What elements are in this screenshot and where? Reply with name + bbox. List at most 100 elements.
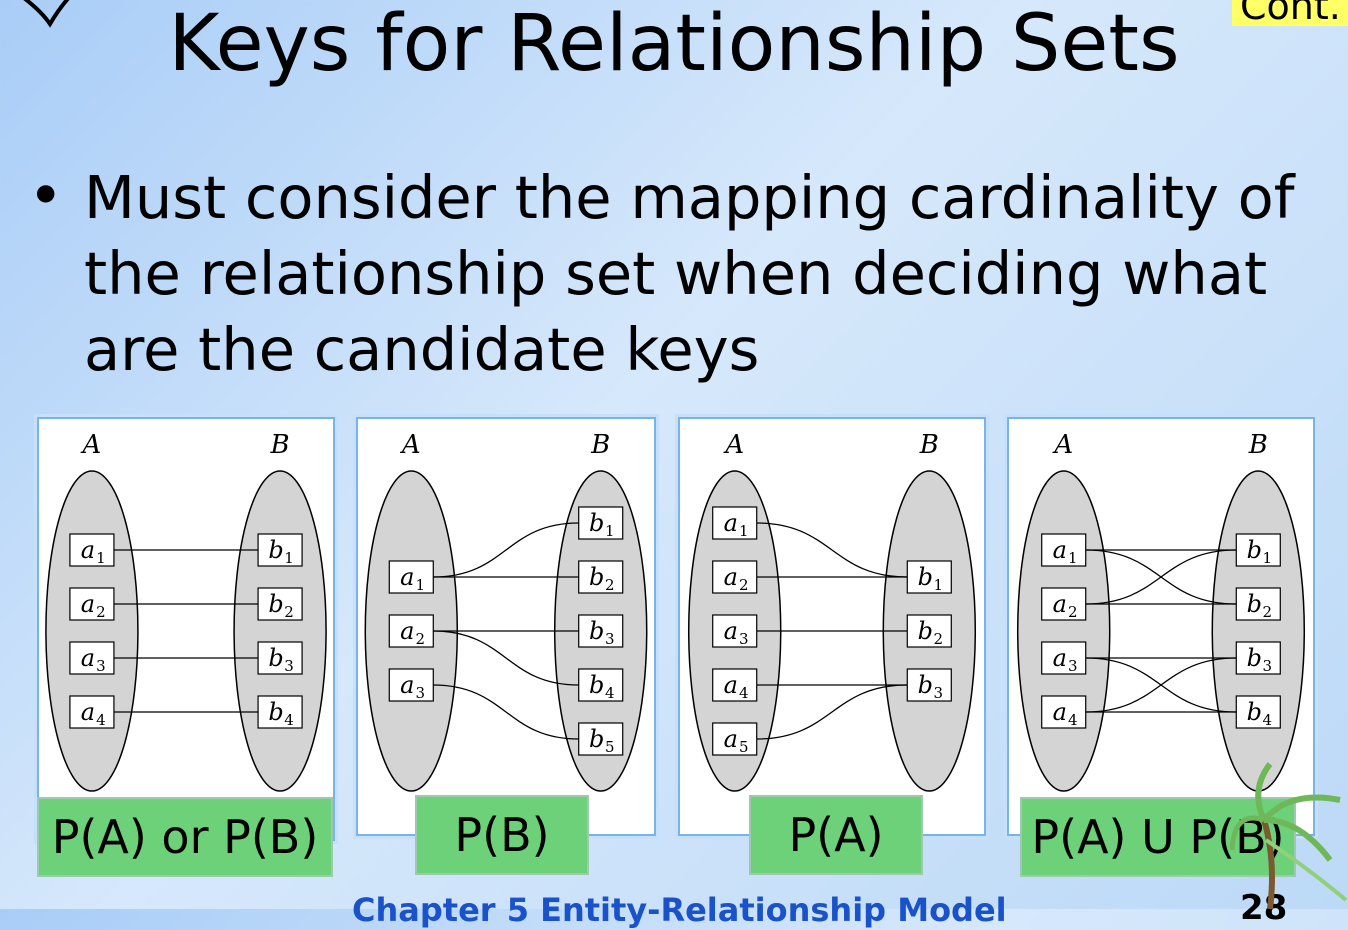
relationship-link <box>433 684 579 740</box>
svg-text:a: a <box>1053 536 1067 564</box>
svg-text:3: 3 <box>416 684 426 702</box>
svg-text:3: 3 <box>1068 657 1078 675</box>
svg-text:a: a <box>81 590 95 618</box>
svg-text:a: a <box>81 536 95 564</box>
primary-key-label: P(A) or P(B) <box>37 797 333 877</box>
entity-set-a-label: A <box>81 430 102 460</box>
entity-set-b-label: B <box>590 430 610 460</box>
svg-text:a: a <box>81 698 95 726</box>
relationship-link <box>756 522 908 578</box>
svg-text:b: b <box>589 671 604 699</box>
entity-set-a-ellipse <box>1016 470 1111 792</box>
svg-text:a: a <box>724 509 738 537</box>
entity-set-b-ellipse <box>1211 470 1306 792</box>
svg-text:b: b <box>1247 536 1262 564</box>
entity-set-b-label: B <box>270 430 290 460</box>
svg-text:4: 4 <box>605 684 615 702</box>
svg-text:a: a <box>724 617 738 645</box>
svg-text:a: a <box>1053 644 1067 672</box>
slide-title: Keys for Relationship Sets <box>168 0 1180 89</box>
svg-text:2: 2 <box>416 630 426 648</box>
svg-text:1: 1 <box>1263 549 1273 567</box>
svg-text:a: a <box>724 671 738 699</box>
svg-text:1: 1 <box>934 576 944 594</box>
svg-text:1: 1 <box>605 522 615 540</box>
svg-text:a: a <box>724 725 738 753</box>
relationship-link <box>1085 657 1237 713</box>
entity-set-b-label: B <box>919 430 939 460</box>
svg-text:1: 1 <box>739 522 749 540</box>
svg-text:2: 2 <box>96 603 106 621</box>
entity-set-a-ellipse <box>45 470 139 792</box>
relationship-link <box>1085 549 1237 605</box>
svg-text:3: 3 <box>739 630 749 648</box>
checkmark-icon <box>23 0 70 28</box>
svg-text:b: b <box>268 644 283 672</box>
svg-text:5: 5 <box>605 738 615 756</box>
svg-text:b: b <box>918 617 933 645</box>
entity-set-b-ellipse <box>233 470 327 792</box>
svg-text:2: 2 <box>605 576 615 594</box>
svg-text:b: b <box>589 725 604 753</box>
svg-text:a: a <box>400 617 414 645</box>
svg-text:4: 4 <box>739 684 749 702</box>
relationship-link <box>433 630 579 686</box>
svg-text:b: b <box>589 563 604 591</box>
svg-text:2: 2 <box>284 603 294 621</box>
svg-text:2: 2 <box>739 576 749 594</box>
bullet-text: Must consider the mapping cardinality of… <box>84 163 1295 384</box>
svg-text:b: b <box>268 590 283 618</box>
svg-text:1: 1 <box>1068 549 1078 567</box>
svg-text:3: 3 <box>96 657 106 675</box>
primary-key-label: P(B) <box>415 795 589 875</box>
svg-text:3: 3 <box>284 657 294 675</box>
svg-text:4: 4 <box>96 711 106 729</box>
svg-text:3: 3 <box>605 630 615 648</box>
primary-key-label: P(A) <box>749 795 923 875</box>
svg-text:2: 2 <box>1068 603 1078 621</box>
svg-text:a: a <box>724 563 738 591</box>
svg-text:a: a <box>400 563 414 591</box>
svg-text:a: a <box>1053 590 1067 618</box>
svg-text:b: b <box>589 509 604 537</box>
svg-text:a: a <box>81 644 95 672</box>
cont-badge: Cont. <box>1232 0 1348 26</box>
